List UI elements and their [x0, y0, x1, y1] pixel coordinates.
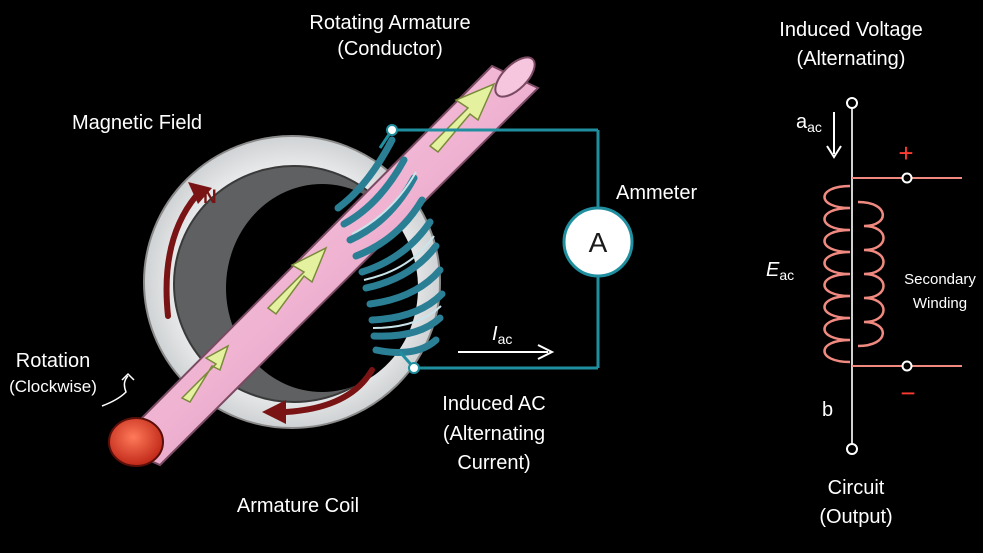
rotating-armature-sublabel: (Conductor) [337, 38, 443, 60]
rotation-label: Rotation [16, 350, 91, 372]
current-label: Iac [492, 323, 512, 347]
circuit-label: Circuit [828, 477, 885, 499]
a-ac-arrow-head [826, 145, 842, 159]
rotating-armature-label: Rotating Armature [309, 12, 470, 34]
armature-coil [334, 136, 446, 356]
induced-ac-sublabel-2: Current) [457, 452, 530, 474]
field-arrow-bottom-head [262, 400, 286, 424]
terminal-top [386, 124, 398, 136]
terminal-b-label: b [822, 399, 833, 421]
field-arrow-top-head [188, 182, 212, 204]
rotation-arrow-head [121, 372, 135, 381]
secondary-winding-sublabel: Winding [913, 295, 967, 312]
ammeter-label: Ammeter [616, 182, 697, 204]
secondary-terminal-bottom [901, 360, 913, 372]
rotation-sublabel: (Clockwise) [9, 377, 97, 396]
field-arrow-bottom [283, 367, 375, 415]
minus-sign: − [900, 378, 915, 408]
armature-coil-label: Armature Coil [237, 495, 359, 517]
rod-tip [108, 417, 164, 467]
ammeter-symbol: A [589, 227, 608, 258]
a-ac-label: aac [796, 111, 822, 135]
magnetic-field-label: Magnetic Field [72, 112, 202, 134]
induced-ac-sublabel-1: (Alternating [443, 423, 545, 445]
armature-coil-highlight [351, 171, 442, 329]
current-arrow-head [537, 344, 555, 360]
secondary-winding-label: Secondary [904, 271, 976, 288]
secondary-coil [857, 200, 885, 348]
rotation-arrow [101, 375, 129, 407]
primary-coil [823, 184, 851, 364]
terminal-bottom [408, 362, 420, 374]
schematic-terminal-b [846, 443, 858, 455]
ammeter-meter [562, 206, 634, 278]
circuit-sublabel: (Output) [819, 506, 892, 528]
pole-n-label: N [203, 187, 217, 208]
induced-ac-label: Induced AC [442, 393, 545, 415]
field-arrow-top [163, 193, 199, 319]
induced-voltage-label: Induced Voltage [779, 19, 922, 41]
emf-label: Eac [766, 259, 794, 283]
plus-sign: + [898, 138, 913, 168]
schematic-terminal-a [846, 97, 858, 109]
secondary-terminal-top [901, 172, 913, 184]
rod-arrows [180, 82, 496, 403]
induced-voltage-sublabel: (Alternating) [797, 48, 906, 70]
